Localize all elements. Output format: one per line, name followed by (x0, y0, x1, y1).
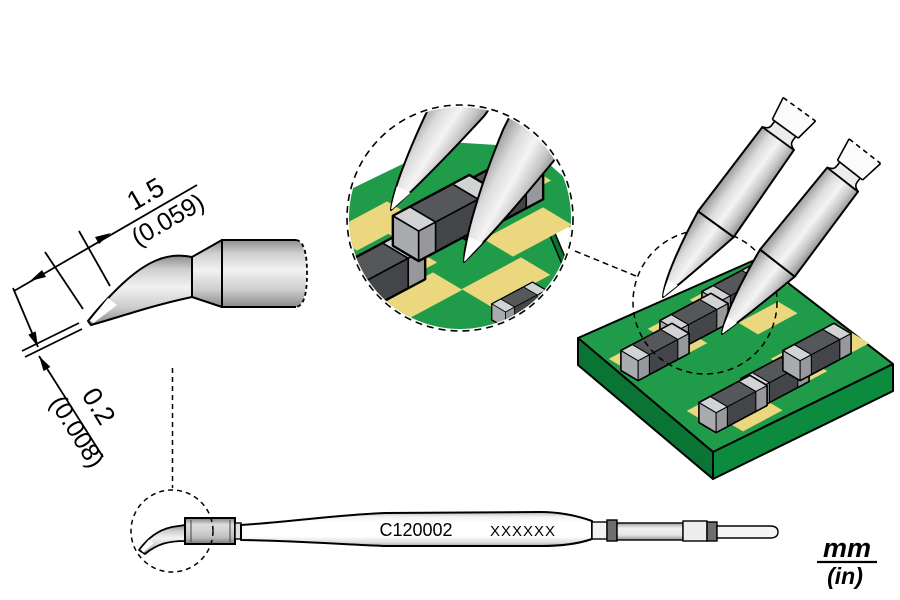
magnified-detail-circle (346, 104, 637, 332)
cartridge-side-view: C120002 XXXXXX (130, 489, 779, 573)
arrowhead-icon (28, 331, 38, 347)
units-legend: mm (in) (817, 533, 877, 589)
pcb-side-right (712, 363, 894, 480)
detail-circle-border (346, 104, 574, 332)
tip-zoom-circle (130, 489, 214, 573)
arrowhead-icon (95, 233, 111, 244)
pcb-application-view (577, 95, 894, 480)
units-metric: mm (823, 533, 871, 563)
cartridge-contact-rod (716, 525, 779, 539)
cartridge-tip (138, 524, 186, 555)
cartridge-model-label: C120002 (379, 520, 452, 540)
arrowhead-icon (39, 356, 51, 372)
tweezer-tip-left (390, 107, 514, 211)
tip-sleeve (184, 517, 236, 545)
units-imperial: (in) (827, 563, 863, 589)
tip-dimension-view: 1.5 (0.059) 0.2 (0.008) (12, 172, 308, 488)
bent-tip-enlarged (87, 239, 308, 326)
cartridge-marking-label: XXXXXX (490, 523, 556, 540)
arrowhead-icon (30, 270, 46, 281)
detail-link-line (574, 250, 637, 277)
